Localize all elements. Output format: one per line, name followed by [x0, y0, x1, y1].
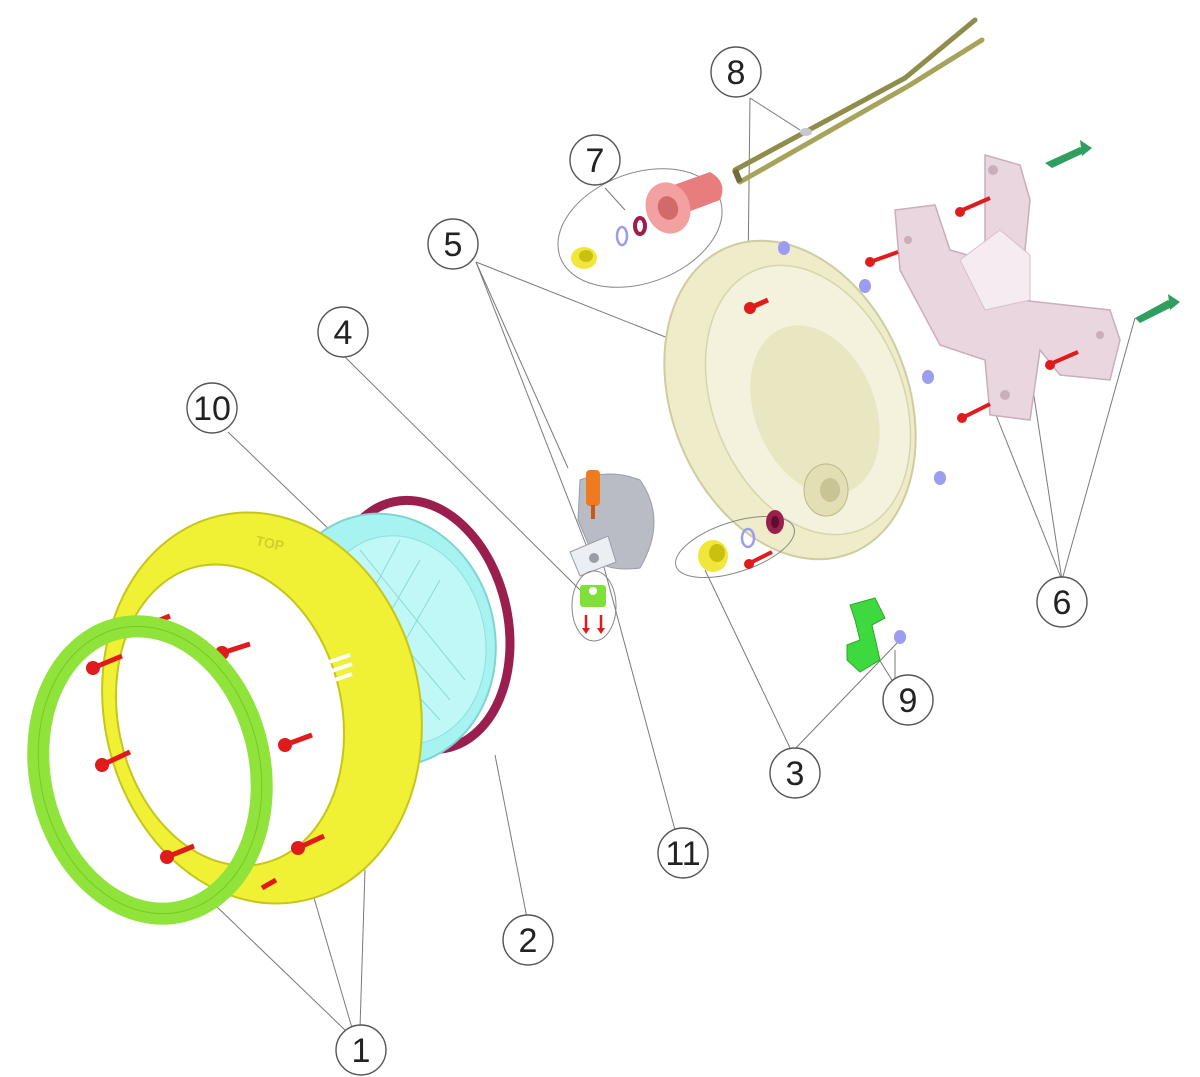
screw: [744, 297, 770, 314]
housing-gland-group: [675, 510, 795, 579]
nut: [859, 279, 871, 293]
housing-gland-washer: [766, 510, 784, 534]
gland-washer: [633, 216, 647, 236]
led-module: [586, 470, 600, 519]
gland-o-ring: [615, 225, 629, 247]
cable-gland-group: [557, 168, 723, 288]
callout-number: 4: [334, 314, 353, 352]
callout-circle: [335, 1024, 387, 1076]
callout-layer: 1 2 3 4 5 6 7 8 9 10 11: [186, 46, 1088, 1076]
callout-number: 3: [786, 755, 805, 793]
callout-number: 2: [519, 922, 538, 960]
nut: [894, 630, 906, 644]
connector-group: [571, 570, 617, 642]
callout-number: 8: [727, 54, 746, 92]
callout-circle: [427, 218, 479, 270]
callout-circle: [186, 382, 238, 434]
screw: [260, 877, 278, 891]
callout-8: 8: [710, 46, 762, 98]
leader-lines: [214, 97, 1136, 1031]
callout-7: 7: [569, 134, 621, 186]
gland-nut: [571, 247, 597, 269]
screw: [160, 843, 195, 864]
screw: [955, 196, 991, 217]
wall-anchor: [1135, 294, 1180, 323]
callout-2: 2: [502, 914, 554, 966]
callout-circle: [882, 674, 934, 726]
cable: [732, 17, 985, 185]
callout-circle: [657, 827, 709, 879]
callout-number: 7: [586, 142, 605, 180]
callout-6: 6: [1036, 576, 1088, 628]
callout-5: 5: [427, 218, 479, 270]
screw: [957, 402, 991, 423]
screw: [278, 732, 313, 752]
retaining-clip: [846, 597, 886, 673]
connector-screw: [597, 615, 605, 634]
callout-number: 10: [193, 390, 231, 428]
nut: [934, 471, 946, 485]
cable-gland: [645, 172, 723, 234]
screw: [1045, 350, 1079, 370]
callout-circle: [710, 46, 762, 98]
screw: [95, 749, 132, 772]
callout-10: 10: [186, 382, 238, 434]
nut: [778, 241, 790, 255]
housing-body: [663, 239, 917, 561]
trim-ring: [27, 615, 273, 925]
screw: [744, 550, 773, 569]
callout-number: 5: [444, 226, 463, 264]
mounting-bracket: [894, 154, 1121, 421]
callout-circle: [1036, 576, 1088, 628]
callout-11: 11: [657, 827, 709, 879]
nut: [922, 370, 934, 384]
front-ring: TOP: [101, 511, 423, 910]
callout-number: 6: [1053, 584, 1072, 622]
callout-number: 9: [899, 682, 918, 720]
wall-anchor: [1045, 140, 1092, 168]
callout-circle: [317, 306, 369, 358]
callout-3: 3: [769, 747, 821, 799]
front-ring-embossed-text: TOP: [254, 532, 285, 554]
screw: [865, 250, 899, 267]
plate-bracket: [569, 535, 617, 577]
connector-block: [580, 585, 606, 607]
callout-circle: [769, 747, 821, 799]
connector-screw: [582, 615, 590, 634]
callout-9: 9: [882, 674, 934, 726]
screw: [86, 653, 123, 675]
housing-boss: [803, 463, 849, 517]
screw: [291, 833, 326, 855]
callout-1: 1: [335, 1024, 387, 1076]
housing-gland-nut: [698, 540, 728, 572]
callout-4: 4: [317, 306, 369, 358]
housing-gland-o-ring: [740, 527, 756, 549]
mounting-plate: [569, 470, 655, 577]
callout-circle: [569, 134, 621, 186]
callout-number: 1: [352, 1032, 371, 1070]
callout-circle: [502, 914, 554, 966]
callout-number: 11: [665, 835, 700, 873]
